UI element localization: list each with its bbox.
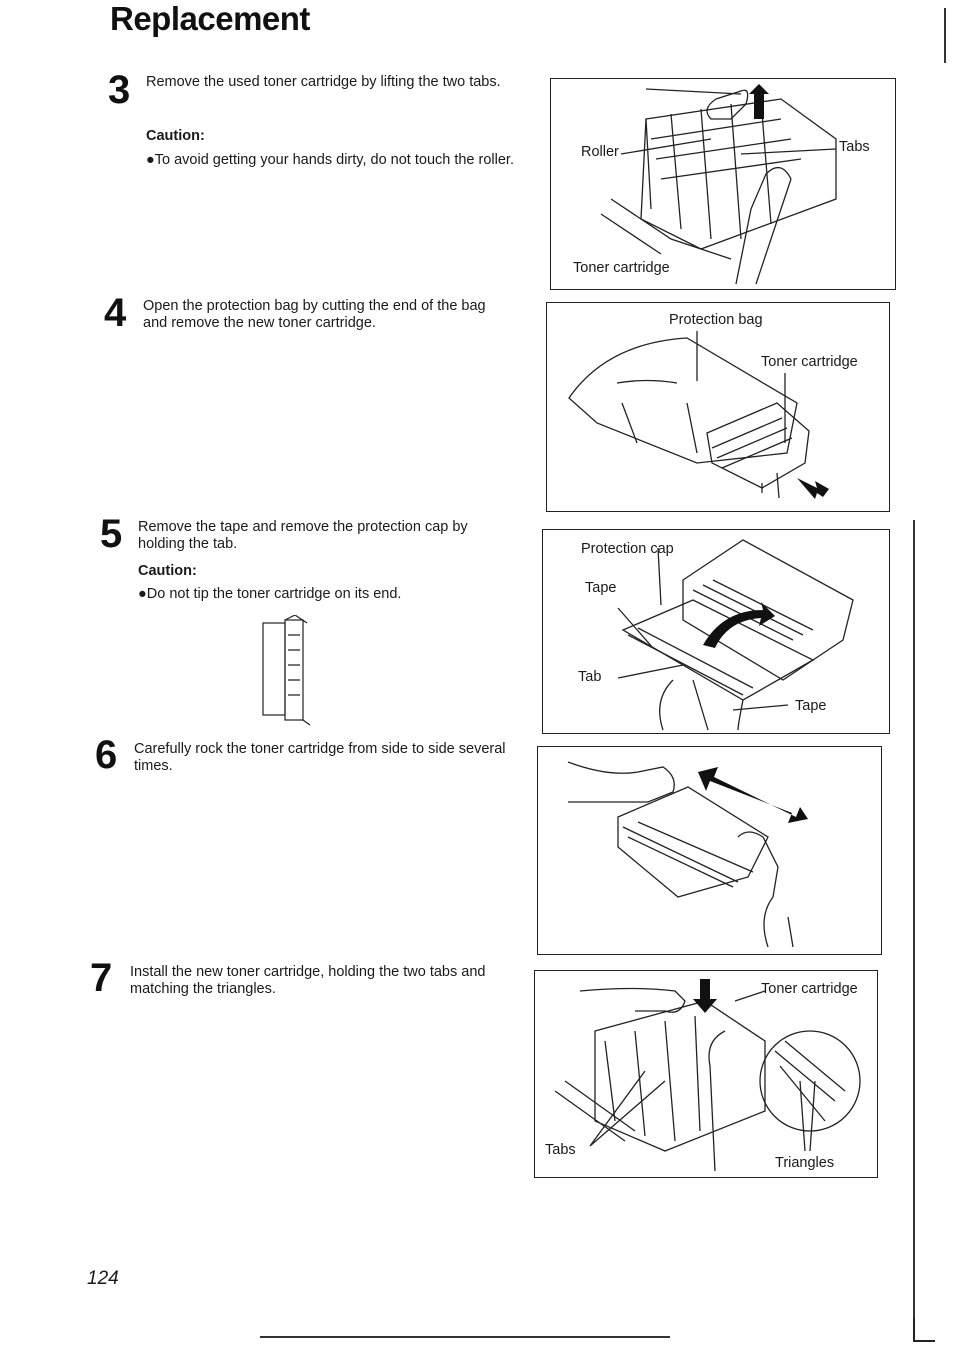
insert-arrow-icon: [693, 979, 717, 1013]
margin-rule: [913, 520, 915, 1320]
page-number: 124: [87, 1268, 119, 1289]
step-7-number: 7: [90, 956, 113, 1000]
figure-rock-cartridge: [537, 746, 882, 955]
fax-machine-illustration: [600, 84, 837, 285]
step-6-text: Carefully rock the toner cartridge from …: [134, 741, 506, 774]
step-4-number: 4: [104, 291, 127, 335]
cartridge-upright-icon: [262, 615, 311, 726]
step-5-text: Remove the tape and remove the protectio…: [138, 519, 468, 552]
margin-rule: [944, 8, 946, 63]
step-7-text: Install the new toner cartridge, holding…: [130, 964, 486, 997]
figure-remove-old-cartridge: Roller Tabs Toner cartridge: [550, 78, 896, 290]
crop-mark: [913, 1318, 935, 1342]
page-title: Replacement: [110, 0, 310, 37]
step-6-number: 6: [95, 733, 118, 777]
rock-arrow-icon: [698, 767, 808, 823]
label-protection-cap: Protection cap: [581, 541, 674, 557]
step-3-number: 3: [108, 68, 131, 112]
bottom-rule: [260, 1336, 670, 1338]
protection-cap-illustration: [617, 539, 854, 731]
label-toner-cartridge: Toner cartridge: [573, 260, 670, 276]
step-5-caution-label: Caution:: [138, 563, 197, 579]
step-5-caution-text: ●Do not tip the toner cartridge on its e…: [138, 586, 402, 602]
label-triangles: Triangles: [775, 1155, 835, 1171]
figure-protection-bag: Protection bag Toner cartridge: [546, 302, 890, 512]
step-3-caution-label: Caution:: [146, 128, 205, 144]
pull-arrow-icon: [797, 478, 829, 499]
step-4-text: Open the protection bag by cutting the e…: [143, 298, 486, 331]
step-5-number: 5: [100, 512, 123, 556]
rocking-cartridge-illustration: [567, 761, 808, 948]
label-tab: Tab: [578, 669, 602, 685]
step-3-caution-text: ●To avoid getting your hands dirty, do n…: [146, 152, 514, 168]
rotate-arrow-icon: [703, 602, 775, 648]
label-tabs: Tabs: [839, 139, 870, 155]
step-3-text: Remove the used toner cartridge by lifti…: [146, 74, 501, 90]
label-tabs: Tabs: [545, 1142, 576, 1158]
label-toner-cartridge: Toner cartridge: [761, 981, 858, 997]
protection-bag-illustration: [568, 331, 829, 499]
label-tape-top: Tape: [585, 580, 617, 596]
label-roller: Roller: [581, 144, 619, 160]
label-protection-bag: Protection bag: [669, 312, 763, 328]
label-tape-bottom: Tape: [795, 698, 827, 714]
label-toner-cartridge: Toner cartridge: [761, 354, 858, 370]
lift-arrow-icon: [749, 84, 769, 119]
figure-remove-protection-cap: Protection cap Tape Tab Tape: [542, 529, 890, 734]
figure-install-cartridge: Toner cartridge Tabs Triangles: [534, 970, 878, 1178]
install-cartridge-illustration: [554, 979, 861, 1172]
